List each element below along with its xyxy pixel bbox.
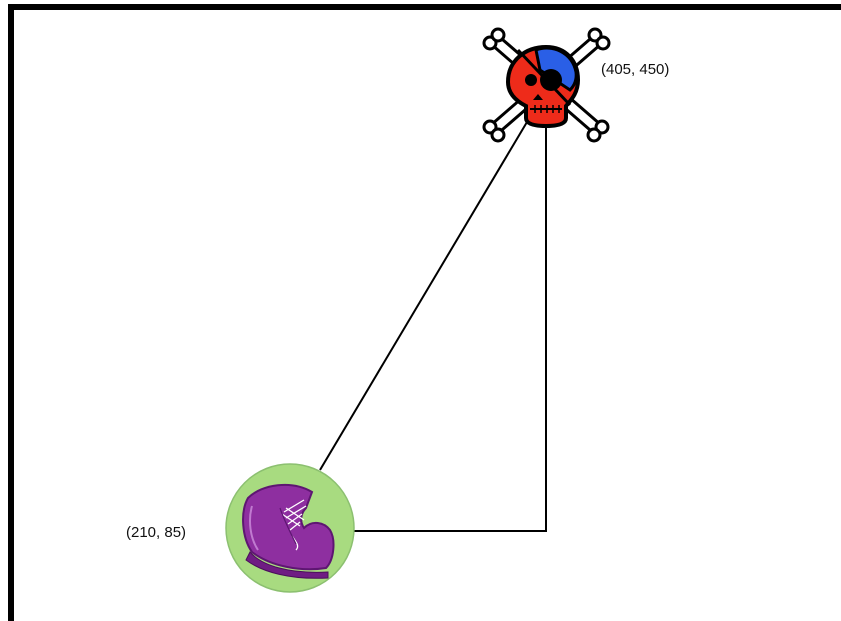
- skull-crossbones-icon: [482, 27, 611, 143]
- purple-shoe-icon: [225, 463, 355, 593]
- frame-left-border: [8, 4, 14, 621]
- right-angle-path: [354, 122, 547, 532]
- hypotenuse-line: [319, 121, 528, 471]
- skull-coordinate-label: (405, 450): [601, 61, 670, 78]
- frame-top-border: [8, 4, 841, 10]
- shoe-coordinate-label: (210, 85): [126, 524, 187, 541]
